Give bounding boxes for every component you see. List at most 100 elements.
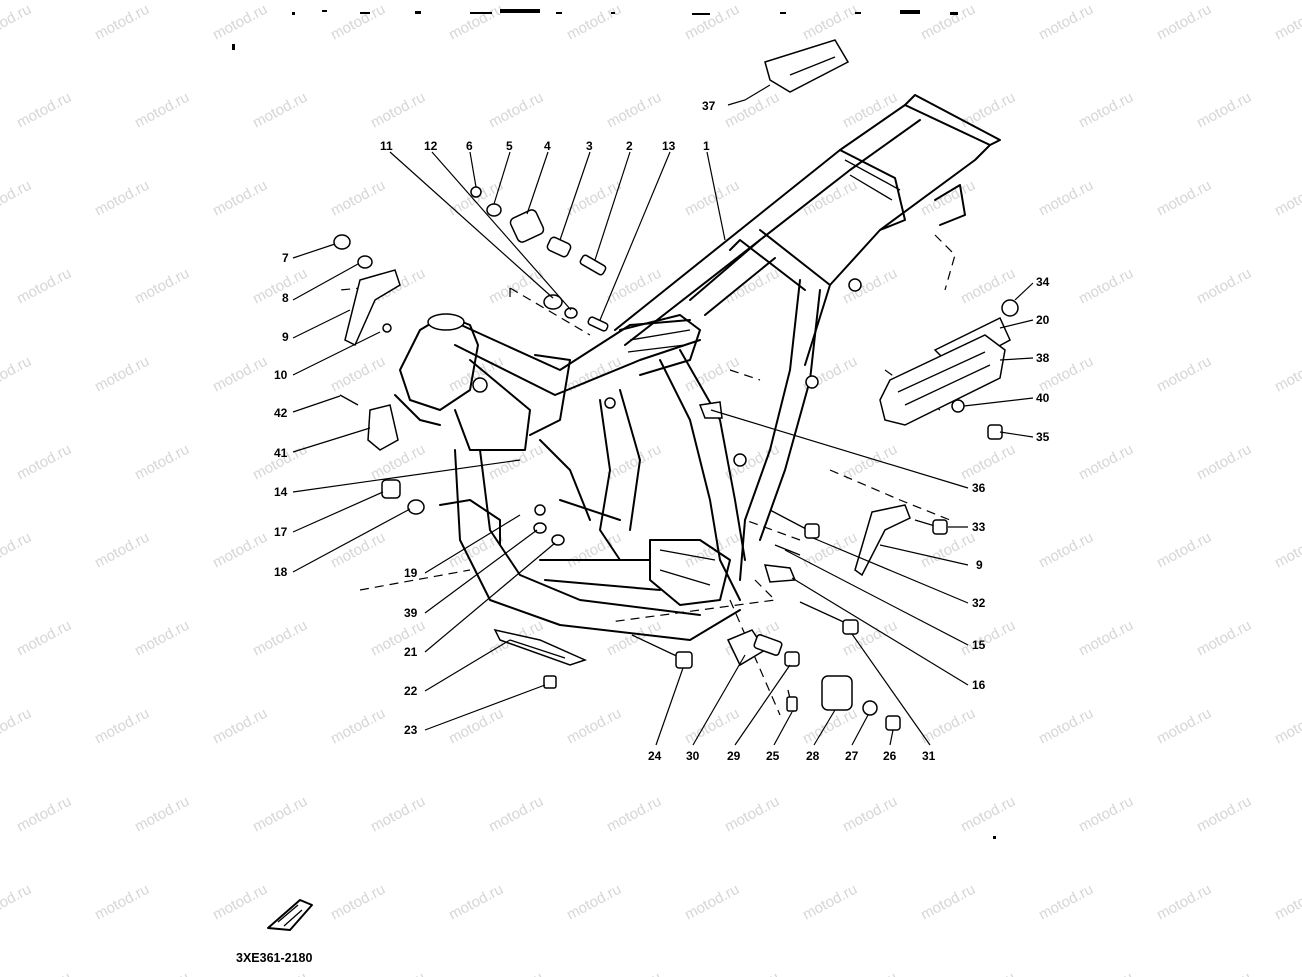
callout-12: 12	[424, 139, 438, 153]
watermark-text: motod.ru	[958, 793, 1018, 836]
callout-38: 38	[1036, 351, 1050, 365]
part-37-guard	[764, 39, 850, 93]
watermark-text: motod.ru	[958, 89, 1018, 132]
front-arrow-icon	[267, 899, 313, 931]
watermark-text: motod.ru	[92, 177, 152, 220]
watermark-text: motod.ru	[328, 177, 388, 220]
callout-32: 32	[972, 596, 986, 610]
watermark-text: motod.ru	[604, 617, 664, 660]
watermark-text: motod.ru	[486, 89, 546, 132]
callout-20: 20	[1036, 313, 1050, 327]
watermark-text: motod.ru	[1076, 793, 1136, 836]
watermark-text: motod.ru	[1076, 969, 1136, 977]
watermark-text: motod.ru	[0, 881, 34, 924]
watermark-text: motod.ru	[368, 617, 428, 660]
watermark-text: motod.ru	[1272, 705, 1302, 748]
watermark-text: motod.ru	[132, 969, 192, 977]
watermark-text: motod.ru	[328, 353, 388, 396]
callout-labels: 37 11 12 6 5 4 3 2 13 1 7 8 9 10 42 41 1…	[274, 99, 1050, 763]
watermark-text: motod.ru	[800, 705, 860, 748]
watermark-text: motod.ru	[368, 89, 428, 132]
watermark-text: motod.ru	[1036, 177, 1096, 220]
watermark-text: motod.ru	[0, 353, 34, 396]
watermark-text: motod.ru	[918, 881, 978, 924]
callout-3: 3	[586, 139, 593, 153]
watermark-text: motod.ru	[604, 793, 664, 836]
watermark-text: motod.ru	[0, 1, 34, 44]
callout-15: 15	[972, 638, 986, 652]
watermark-text: motod.ru	[0, 177, 34, 220]
callout-22: 22	[404, 684, 418, 698]
watermark-text: motod.ru	[800, 881, 860, 924]
frame-body	[394, 94, 1001, 641]
watermark-text: motod.ru	[840, 793, 900, 836]
watermark-text: motod.ru	[210, 353, 270, 396]
watermark-text: motod.ru	[604, 265, 664, 308]
watermark-text: motod.ru	[1154, 1, 1214, 44]
watermark-text: motod.ru	[800, 1, 860, 44]
watermark-text: motod.ru	[368, 793, 428, 836]
callout-36: 36	[972, 481, 986, 495]
watermark-text: motod.ru	[1076, 441, 1136, 484]
watermark-text: motod.ru	[250, 617, 310, 660]
watermark-text: motod.ru	[722, 793, 782, 836]
callout-7: 7	[282, 251, 289, 265]
watermark-text: motod.ru	[250, 793, 310, 836]
watermark-text: motod.ru	[132, 265, 192, 308]
watermark-text: motod.ru	[564, 881, 624, 924]
watermark-text: motod.ru	[800, 177, 860, 220]
watermark-text: motod.ru	[14, 793, 74, 836]
watermark-text: motod.ru	[210, 881, 270, 924]
watermark-text: motod.ru	[564, 353, 624, 396]
watermark-text: motod.ru	[368, 969, 428, 977]
diagram-code: 3XE361-2180	[236, 951, 313, 965]
callout-37: 37	[702, 99, 716, 113]
leader-lines	[292, 84, 1034, 746]
watermark-text: motod.ru	[1272, 881, 1302, 924]
watermark-text: motod.ru	[722, 969, 782, 977]
callout-24: 24	[648, 749, 662, 763]
callout-21: 21	[404, 645, 418, 659]
watermark-text: motod.ru	[14, 969, 74, 977]
watermark-text: motod.ru	[1272, 353, 1302, 396]
watermark-text: motod.ru	[918, 529, 978, 572]
callout-5: 5	[506, 139, 513, 153]
callout-29: 29	[727, 749, 741, 763]
callout-28: 28	[806, 749, 820, 763]
callout-33: 33	[972, 520, 986, 534]
watermark-text: motod.ru	[92, 881, 152, 924]
watermark-text: motod.ru	[132, 441, 192, 484]
callout-40: 40	[1036, 391, 1050, 405]
callout-6: 6	[466, 139, 473, 153]
callout-30: 30	[686, 749, 700, 763]
watermark-text: motod.ru	[1076, 89, 1136, 132]
watermark-text: motod.ru	[682, 881, 742, 924]
callout-27: 27	[845, 749, 859, 763]
watermark-text: motod.ru	[1194, 617, 1254, 660]
callout-23: 23	[404, 723, 418, 737]
watermark-text: motod.ru	[1154, 529, 1214, 572]
watermark-text: motod.ru	[92, 353, 152, 396]
watermark-text: motod.ru	[1194, 793, 1254, 836]
watermark-text: motod.ru	[1154, 881, 1214, 924]
watermark-text: motod.ru	[604, 89, 664, 132]
watermark-text: motod.ru	[210, 529, 270, 572]
watermark-text: motod.ru	[14, 441, 74, 484]
watermark-text: motod.ru	[682, 177, 742, 220]
callout-26: 26	[883, 749, 897, 763]
watermark-text: motod.ru	[132, 89, 192, 132]
watermark-text: motod.ru	[1194, 265, 1254, 308]
callout-18: 18	[274, 565, 288, 579]
watermark-text: motod.ru	[14, 89, 74, 132]
watermark-text: motod.ru	[14, 265, 74, 308]
watermark-text: motod.ru	[328, 881, 388, 924]
watermark-text: motod.ru	[564, 1, 624, 44]
watermark-text: motod.ru	[210, 705, 270, 748]
callout-11: 11	[380, 139, 393, 153]
watermark-text: motod.ru	[132, 617, 192, 660]
callout-14: 14	[274, 485, 288, 499]
watermark-text: motod.ru	[918, 177, 978, 220]
watermark-text: motod.ru	[14, 617, 74, 660]
watermark-text: motod.ru	[250, 89, 310, 132]
